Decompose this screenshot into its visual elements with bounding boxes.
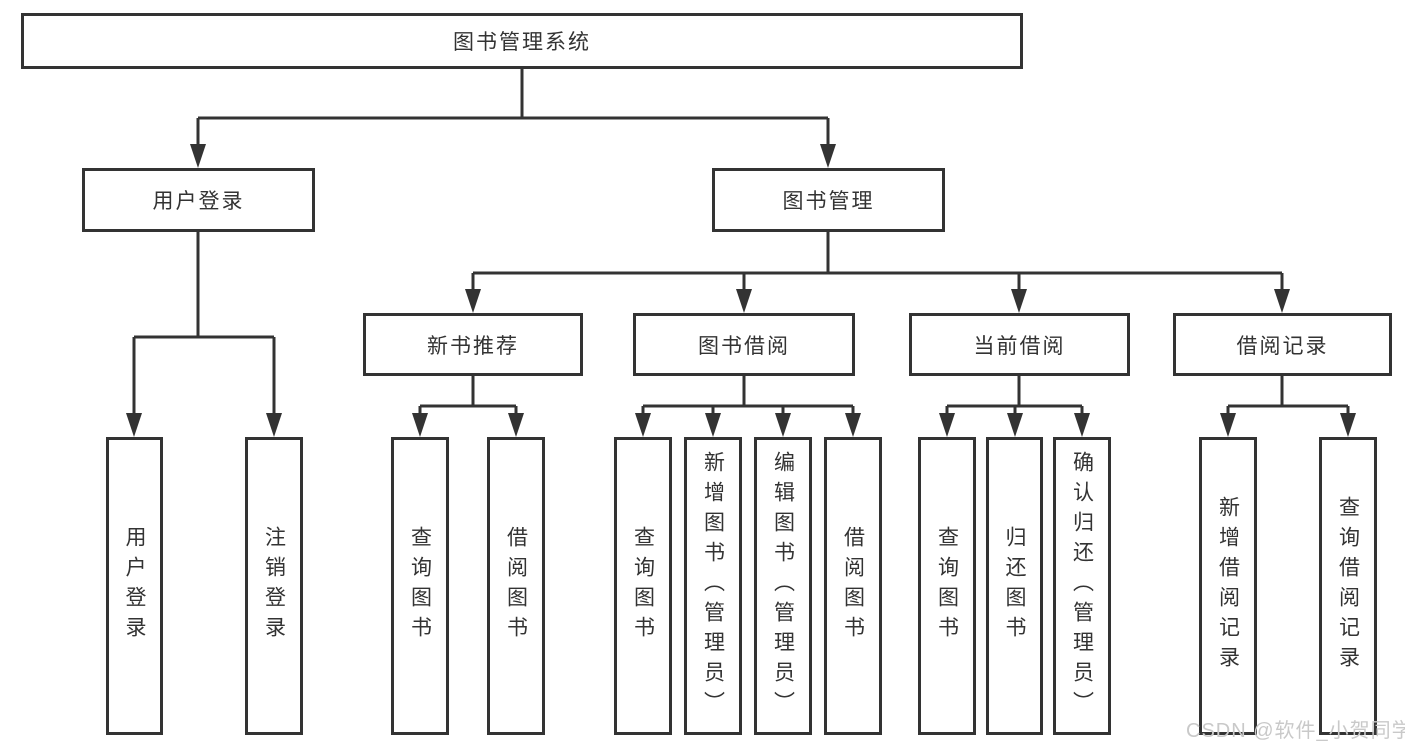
node-label: 图书管理 <box>782 190 875 213</box>
leaf-label: 注销登录 <box>262 526 286 646</box>
node-label: 图书借阅 <box>698 334 790 358</box>
leaf-edit-books-admin: 编辑图书（管理员） <box>754 437 812 735</box>
leaf-add-borrow-record: 新增借阅记录 <box>1199 437 1257 735</box>
node-label: 当前借阅 <box>973 334 1066 358</box>
node-book-borrowing: 图书借阅 <box>633 313 855 376</box>
leaf-add-books-admin: 新增图书（管理员） <box>684 437 742 735</box>
leaf-label: 借阅图书 <box>504 526 528 646</box>
leaf-label: 查询图书 <box>935 526 959 646</box>
csdn-watermark: CSDN @软件_小贺同学 <box>1186 720 1405 742</box>
leaf-label: 编辑图书（管理员） <box>771 451 795 721</box>
node-label: 图书管理系统 <box>453 31 591 54</box>
leaf-return-books: 归还图书 <box>986 437 1043 735</box>
node-current-borrowing: 当前借阅 <box>909 313 1130 376</box>
leaf-query-books-current: 查询图书 <box>918 437 976 735</box>
node-library-management-system: 图书管理系统 <box>21 13 1023 69</box>
leaf-logout-login: 注销登录 <box>245 437 303 735</box>
leaf-borrow-books-recommend: 借阅图书 <box>487 437 545 735</box>
node-label: 借阅记录 <box>1236 334 1329 358</box>
leaf-label: 查询图书 <box>631 526 655 646</box>
node-label: 新书推荐 <box>427 334 519 358</box>
node-book-management: 图书管理 <box>712 168 945 232</box>
leaf-query-books-recommend: 查询图书 <box>391 437 449 735</box>
leaf-label: 归还图书 <box>1003 526 1026 646</box>
node-new-book-recommend: 新书推荐 <box>363 313 583 376</box>
node-label: 用户登录 <box>152 190 245 213</box>
leaf-label: 新增图书（管理员） <box>701 451 725 721</box>
leaf-label: 用户登录 <box>123 526 146 646</box>
leaf-label: 查询图书 <box>408 526 432 646</box>
leaf-borrow-books: 借阅图书 <box>824 437 882 735</box>
node-borrowing-records: 借阅记录 <box>1173 313 1392 376</box>
node-user-login: 用户登录 <box>82 168 315 232</box>
leaf-confirm-return-admin: 确认归还（管理员） <box>1053 437 1111 735</box>
leaf-label: 新增借阅记录 <box>1216 496 1240 676</box>
leaf-label: 查询借阅记录 <box>1336 496 1360 676</box>
leaf-label: 确认归还（管理员） <box>1070 451 1094 721</box>
leaf-query-borrow-record: 查询借阅记录 <box>1319 437 1377 735</box>
leaf-user-login: 用户登录 <box>106 437 163 735</box>
leaf-query-books-borrowing: 查询图书 <box>614 437 672 735</box>
leaf-label: 借阅图书 <box>841 526 865 646</box>
